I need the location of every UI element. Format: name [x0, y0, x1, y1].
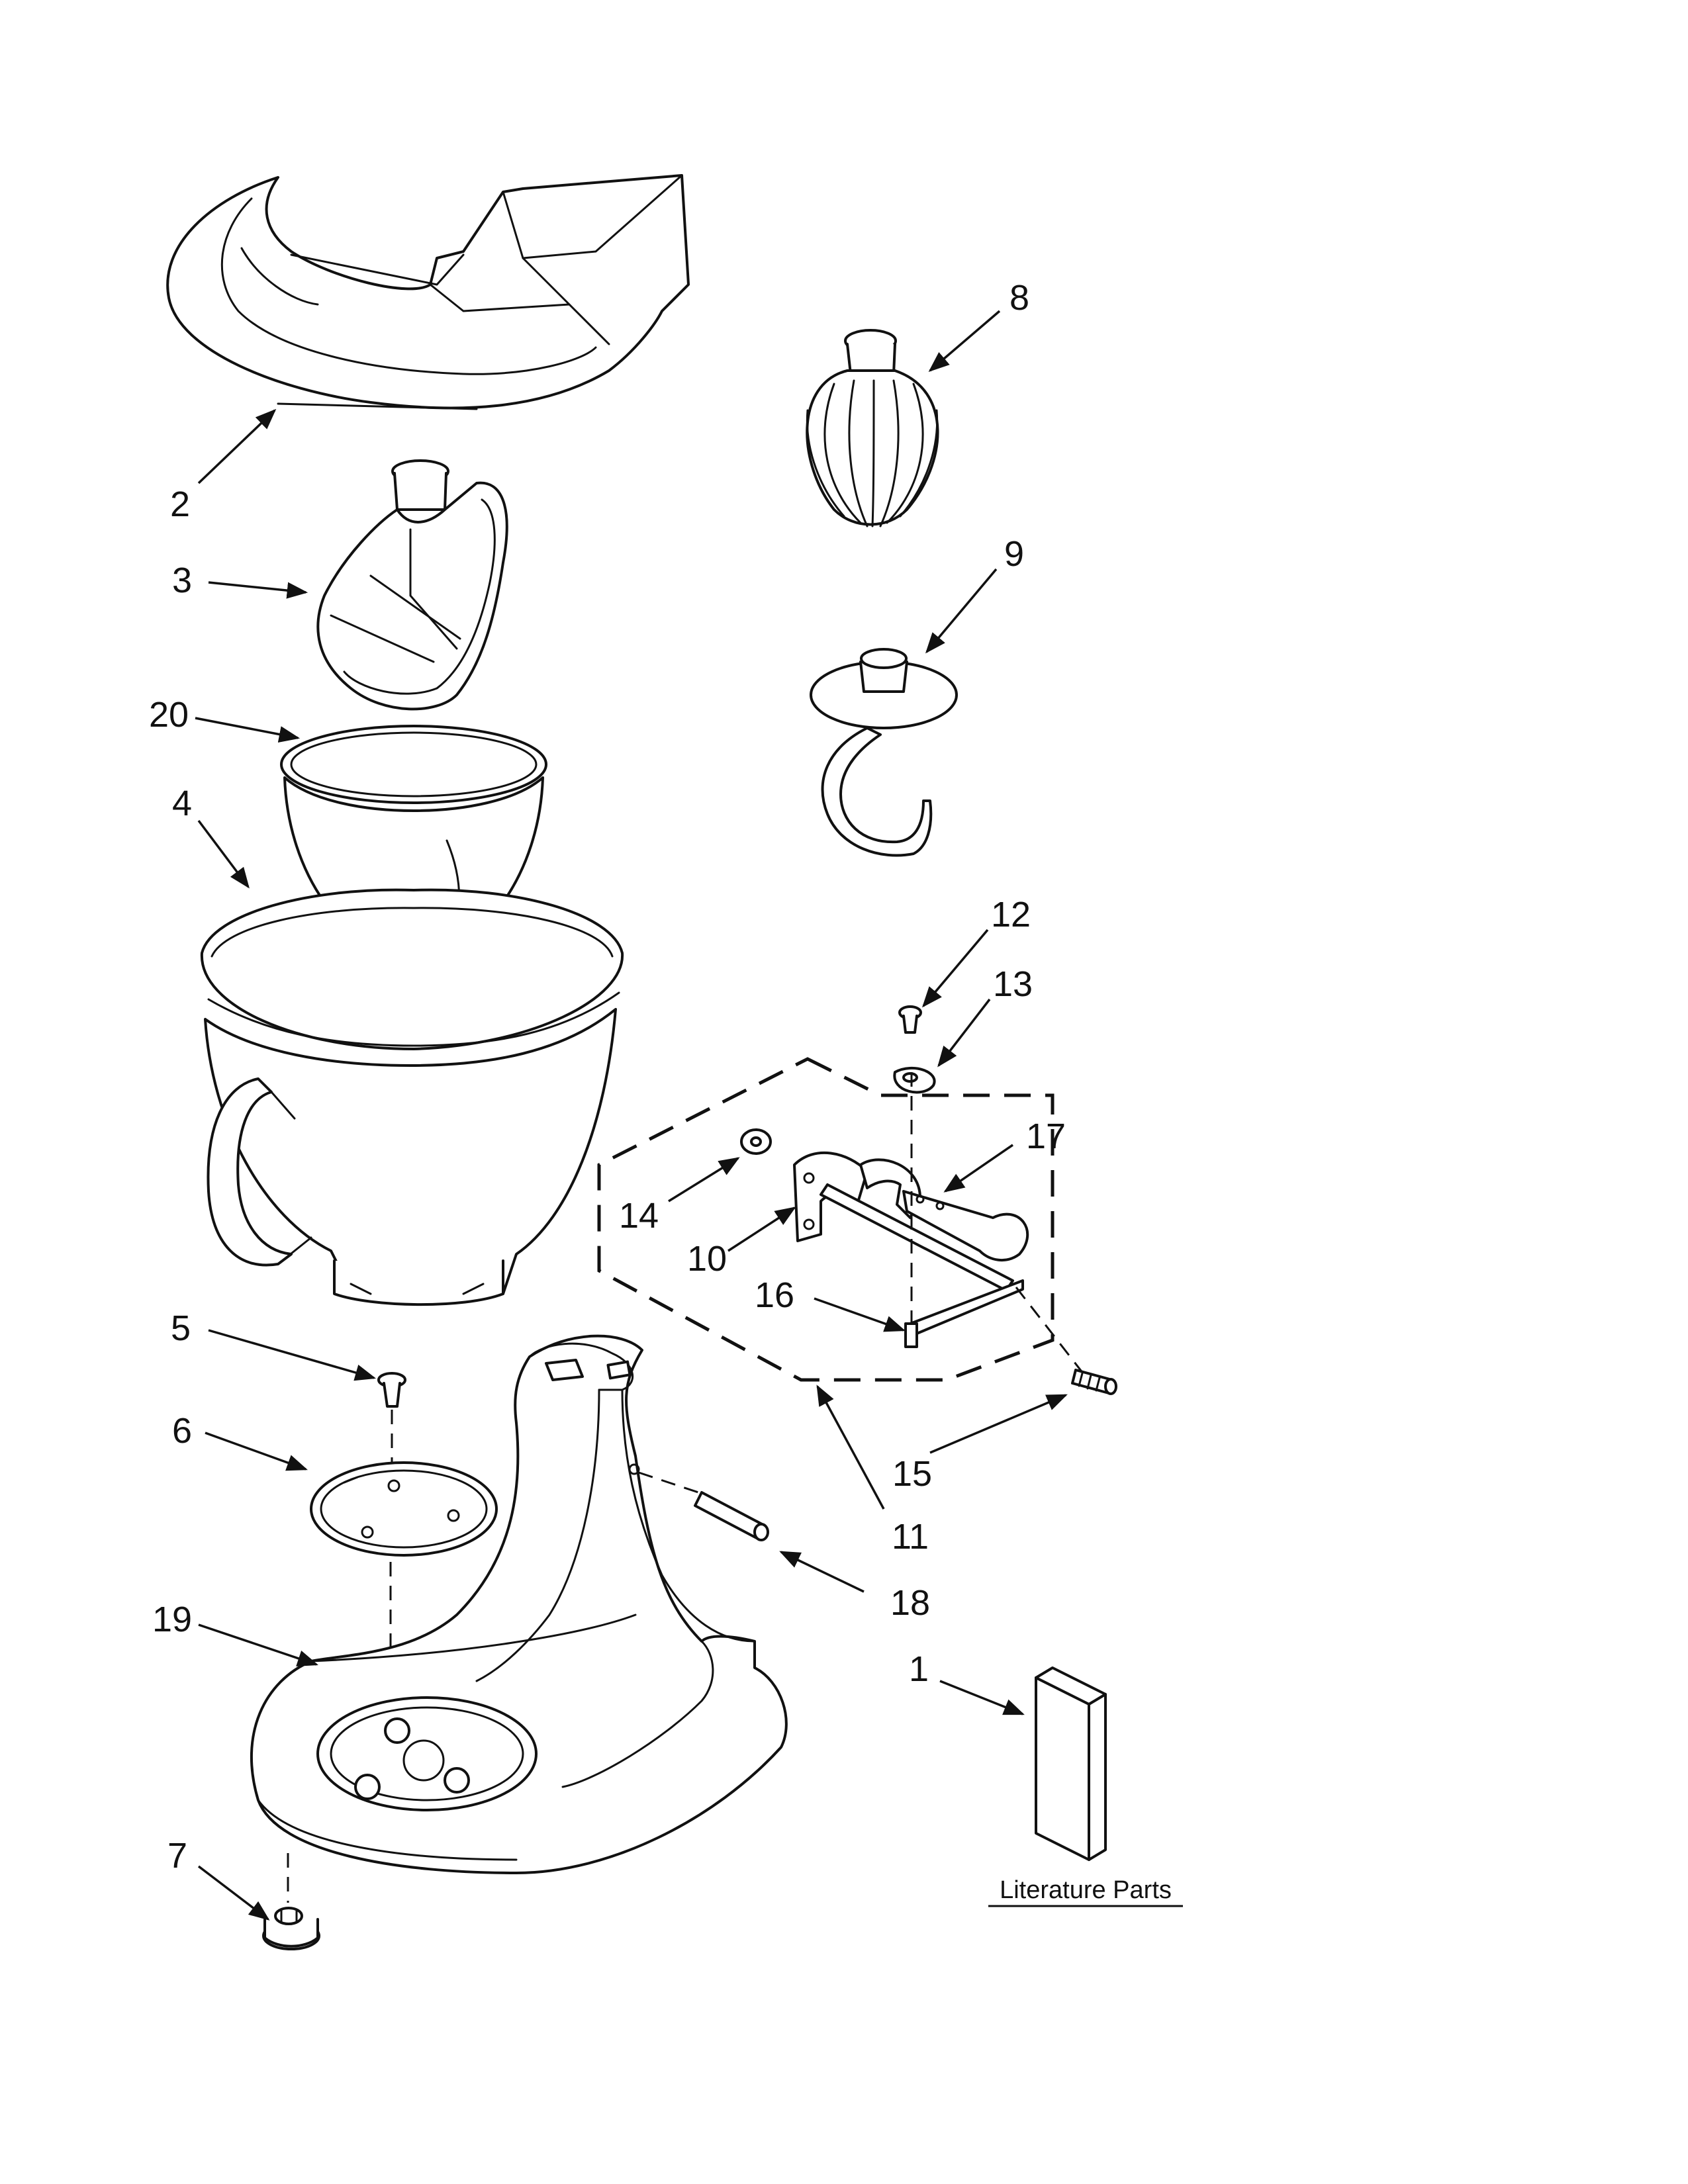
literature-parts-label: Literature Parts: [1000, 1876, 1172, 1904]
literature-1-part[interactable]: [1035, 1666, 1107, 1861]
callout-2: 2: [170, 484, 190, 524]
callout-7: 7: [167, 1836, 187, 1876]
mixing-bowl-part[interactable]: [200, 888, 624, 1306]
pin-16-part[interactable]: [904, 1279, 1024, 1348]
callout-20: 20: [149, 695, 189, 735]
callout-10: 10: [687, 1239, 727, 1279]
callout-11: 11: [892, 1517, 929, 1557]
callout-13: 13: [993, 964, 1033, 1004]
hinge-pin-18-part[interactable]: [694, 1491, 769, 1541]
callout-6: 6: [172, 1411, 192, 1451]
leader-lines: [195, 310, 1068, 1921]
hinge-hole: [628, 1463, 640, 1475]
callout-8: 8: [1009, 278, 1029, 318]
lever-assembly-outline: [597, 1057, 1055, 1382]
callout-12: 12: [991, 895, 1031, 934]
pouring-shield-part[interactable]: [166, 174, 690, 410]
guide-line: [638, 1471, 699, 1494]
callout-4: 4: [172, 784, 192, 823]
flat-beater-part[interactable]: [316, 459, 508, 711]
callout-3: 3: [172, 561, 192, 600]
washer-14-part[interactable]: [740, 1128, 772, 1155]
screw-5-part[interactable]: [377, 1372, 406, 1408]
callout-17: 17: [1026, 1116, 1066, 1156]
washer-13-part[interactable]: [893, 1066, 936, 1094]
callout-1: 1: [909, 1649, 929, 1689]
callout-14: 14: [619, 1196, 659, 1236]
callout-19: 19: [152, 1600, 192, 1639]
guide-line: [1015, 1287, 1087, 1377]
stud-15-part[interactable]: [1071, 1369, 1117, 1395]
handle-17-part[interactable]: [902, 1190, 1029, 1262]
base-plate-6-part[interactable]: [310, 1461, 498, 1557]
dough-hook-part[interactable]: [810, 648, 958, 857]
foot-7-part[interactable]: [262, 1907, 320, 1950]
callout-18: 18: [890, 1583, 930, 1623]
screw-12-part[interactable]: [898, 1005, 922, 1034]
wire-whip-part[interactable]: [806, 329, 939, 527]
callout-16: 16: [755, 1275, 794, 1315]
callout-5: 5: [171, 1308, 191, 1348]
callout-9: 9: [1004, 534, 1024, 574]
pedestal-base-19-part[interactable]: [250, 1334, 788, 1874]
callout-15: 15: [892, 1454, 932, 1494]
